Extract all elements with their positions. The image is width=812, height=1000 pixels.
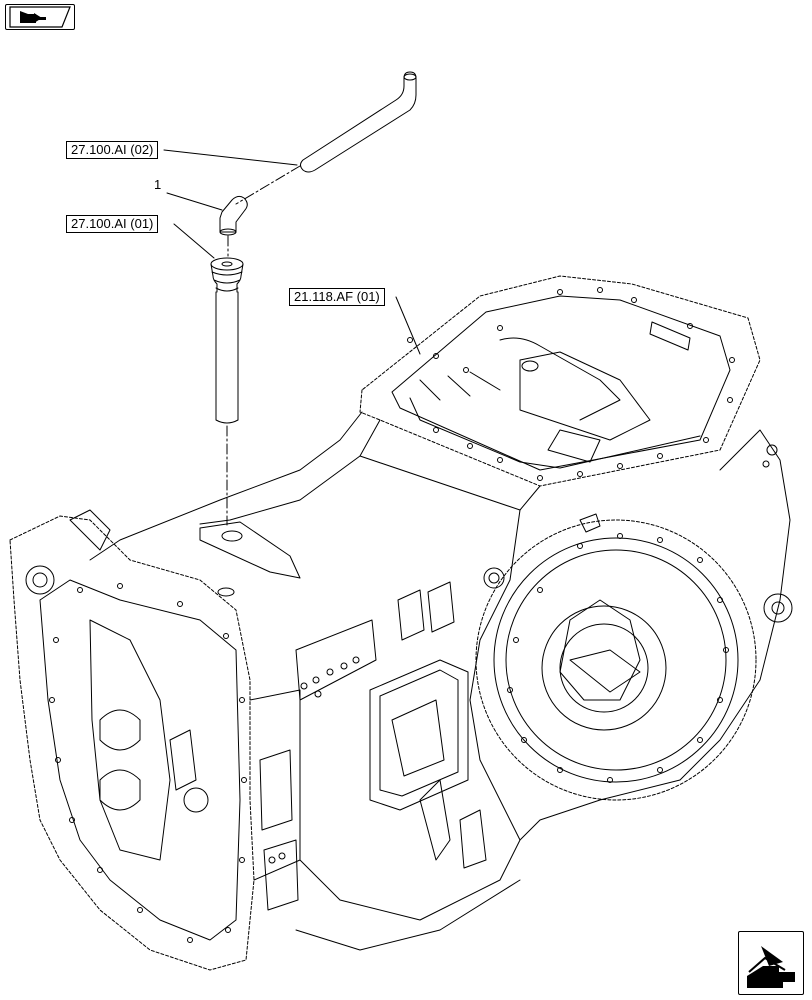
leader-ref-tube	[173, 223, 215, 259]
ref-label-breather-tube[interactable]: 27.100.AI (01)	[66, 215, 159, 233]
elbow-fitting	[219, 195, 248, 257]
transmission-housing	[9, 275, 793, 971]
breather-tube	[210, 257, 244, 526]
flange-bolt-holes	[49, 287, 735, 943]
breather-pipe	[235, 71, 417, 205]
book-arrow-icon[interactable]	[5, 4, 75, 30]
leader-ref-housing	[395, 296, 421, 355]
leader-callout-1	[166, 192, 223, 211]
ref-label-transmission-housing[interactable]: 21.118.AF (01)	[289, 288, 385, 306]
callout-elbow-fitting: 1	[154, 177, 162, 192]
ref-label-breather-pipe[interactable]: 27.100.AI (02)	[66, 141, 159, 159]
leader-ref-pipe	[163, 149, 298, 166]
next-page-arrow-icon[interactable]	[738, 931, 804, 995]
